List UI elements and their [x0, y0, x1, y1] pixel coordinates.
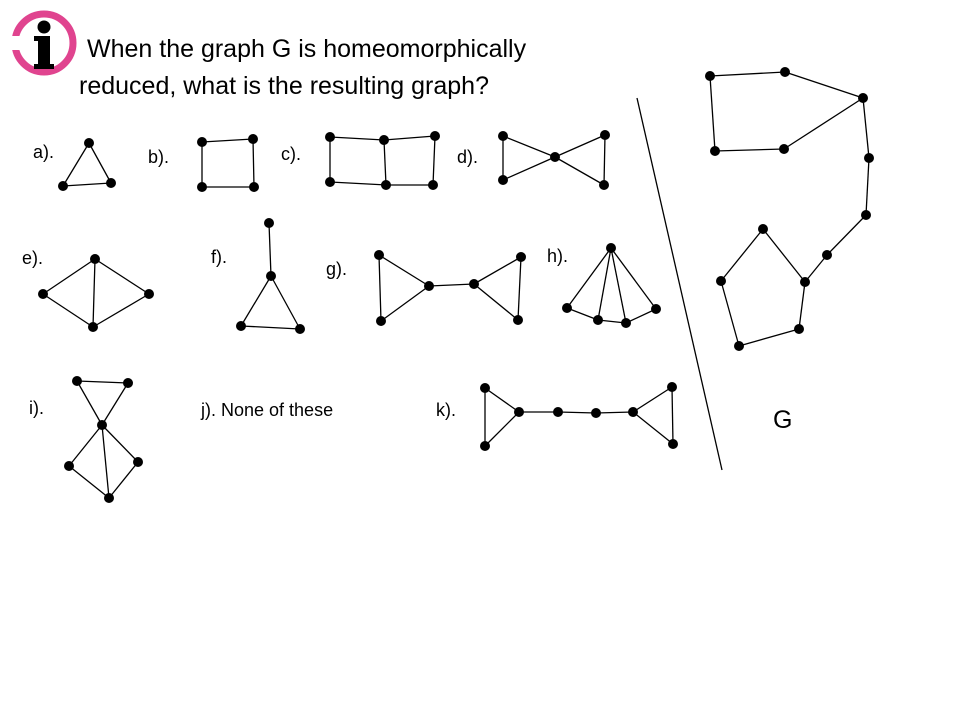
option-i-label[interactable]: i). — [29, 398, 44, 418]
graph-c — [325, 131, 440, 190]
separator-line — [636, 97, 723, 471]
option-b-label[interactable]: b). — [148, 147, 169, 167]
graph-e — [38, 254, 154, 332]
graph-g-label: G — [773, 406, 792, 434]
graph-G — [705, 67, 874, 351]
option-g-label[interactable]: g). — [326, 259, 347, 279]
graph-d — [498, 130, 610, 190]
option-e-label[interactable]: e). — [22, 248, 43, 268]
option-h-label[interactable]: h). — [547, 246, 568, 266]
option-j-label[interactable]: j). None of these — [200, 400, 333, 420]
option-k-label[interactable]: k). — [436, 400, 456, 420]
graph-k — [480, 382, 678, 451]
graph-f — [236, 218, 305, 334]
graph-a — [58, 138, 116, 191]
graph-b — [197, 134, 259, 192]
info-icon — [6, 10, 77, 76]
question-title-line1: When the graph G is homeomorphically — [87, 35, 527, 63]
option-d-label[interactable]: d). — [457, 147, 478, 167]
option-a-label[interactable]: a). — [33, 142, 54, 162]
graph-g — [374, 250, 526, 326]
graph-h — [562, 243, 661, 328]
option-c-label[interactable]: c). — [281, 144, 301, 164]
graph-i — [64, 376, 143, 503]
question-title-line2: reduced, what is the resulting graph? — [79, 72, 489, 100]
option-f-label[interactable]: f). — [211, 247, 227, 267]
